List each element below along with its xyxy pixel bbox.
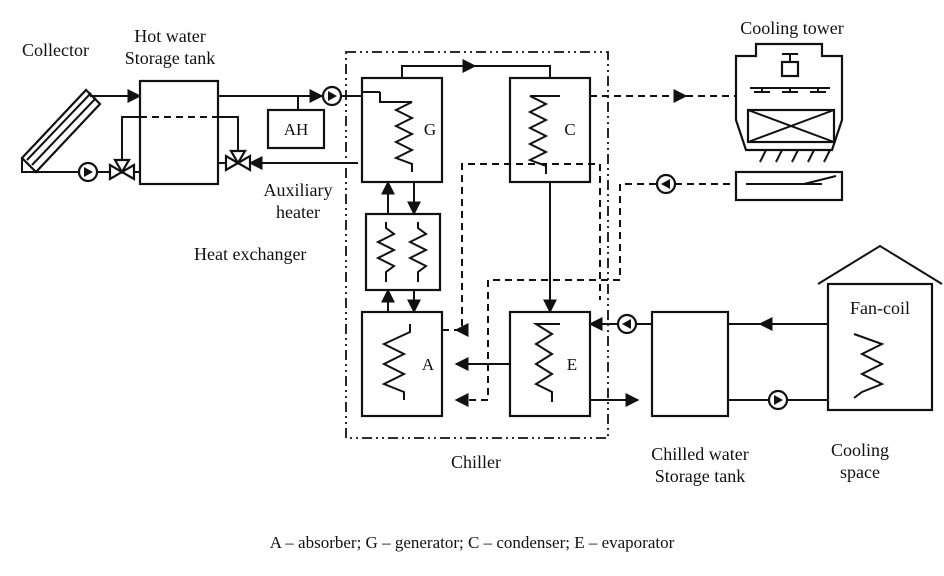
collector-valve-icon — [108, 158, 136, 181]
fan-coil-pump-icon — [767, 389, 789, 411]
label-heat-exchanger: Heat exchanger — [194, 244, 306, 264]
collector-pump-icon — [77, 161, 99, 183]
generator-unit — [360, 76, 444, 184]
cooling-water-circuit — [442, 89, 790, 407]
label-cooling-space-line2: space — [840, 462, 880, 482]
absorber-unit — [360, 310, 444, 418]
tank-valve-icon — [224, 149, 252, 172]
label-aux-heater-line1: Auxiliary — [264, 180, 333, 200]
label-fan-coil: Fan-coil — [850, 298, 910, 318]
label-aux-heater-box: AH — [284, 120, 309, 139]
label-cooling-tower: Cooling tower — [740, 18, 844, 38]
generator-pump-icon — [321, 85, 362, 107]
legend-text: A – absorber; G – generator; C – condens… — [270, 533, 675, 552]
cooling-tower-pump-icon — [655, 173, 677, 195]
vapor-line-g-to-c — [401, 65, 551, 78]
evaporator-unit — [508, 310, 592, 418]
label-collector: Collector — [22, 40, 89, 60]
chilled-water-storage-tank — [650, 310, 730, 418]
label-condenser: C — [564, 120, 575, 139]
solar-collector — [20, 88, 102, 174]
label-hot-water-tank-line2: Storage tank — [125, 48, 215, 68]
cooling-tower — [734, 42, 844, 202]
hot-water-storage-tank — [138, 79, 220, 186]
label-hot-water-tank-line1: Hot water — [134, 26, 205, 46]
label-aux-heater-line2: heater — [276, 202, 320, 222]
label-evaporator: E — [567, 355, 577, 374]
label-chiller: Chiller — [451, 452, 501, 472]
label-absorber: A — [422, 355, 435, 374]
auxiliary-heater — [266, 108, 326, 150]
label-generator: G — [424, 120, 436, 139]
chiller-boundary — [345, 51, 609, 439]
label-cooling-space-line1: Cooling — [831, 440, 889, 460]
label-chilled-tank-line1: Chilled water — [651, 444, 748, 464]
solution-flow-lines — [381, 180, 421, 314]
heat-exchanger-unit — [364, 212, 442, 292]
chilled-water-pump-icon — [616, 313, 638, 335]
condenser-unit — [508, 76, 592, 184]
hot-water-piping — [218, 89, 358, 170]
label-chilled-tank-line2: Storage tank — [655, 466, 745, 486]
chilled-water-piping — [588, 317, 652, 407]
cooling-space-building — [817, 244, 943, 412]
collector-loop-piping — [21, 89, 142, 173]
